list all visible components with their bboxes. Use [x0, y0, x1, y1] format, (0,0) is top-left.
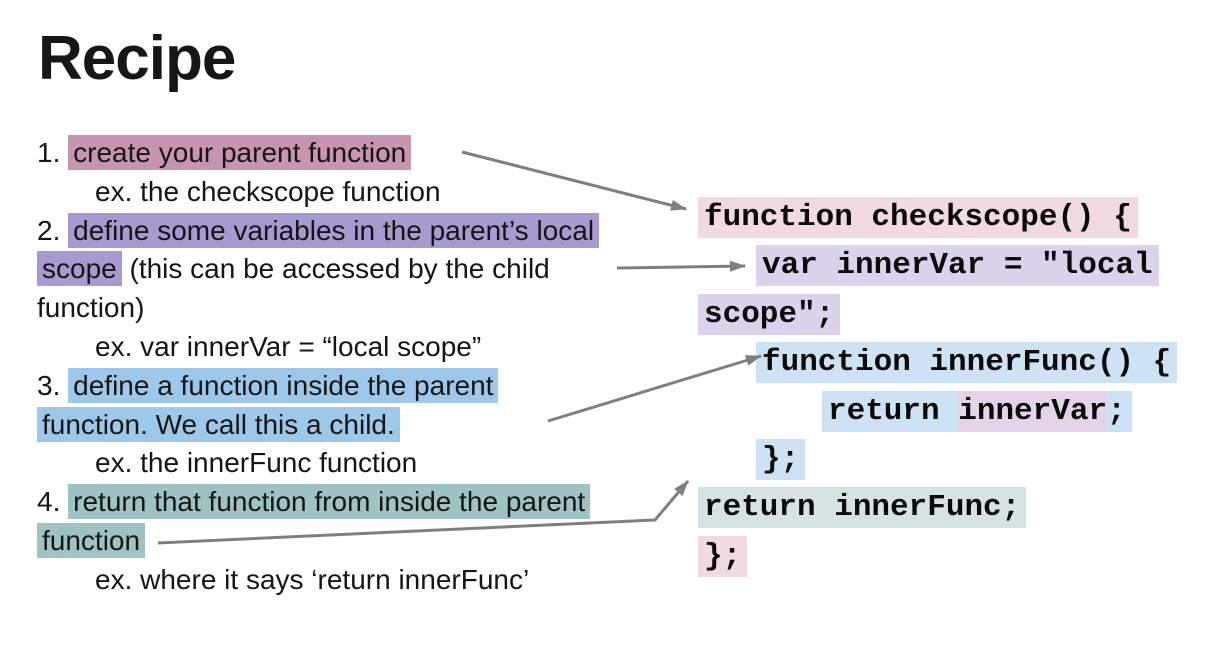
code-text: var innerVar = "local: [756, 245, 1159, 287]
list-item: 3. define a function inside the parent: [37, 367, 599, 406]
code-text: };: [756, 439, 806, 481]
step-number: 3.: [37, 369, 69, 401]
list-item: scope (this can be accessed by the child: [37, 250, 599, 289]
code-text: };: [698, 535, 748, 577]
step3-highlight: define a function inside the parent: [68, 367, 499, 403]
code-line-close-checkscope: };: [698, 533, 1177, 581]
step4-example: ex. where it says ‘return innerFunc’: [95, 563, 530, 595]
recipe-steps-list: 1. create your parent function ex. the c…: [37, 134, 600, 600]
list-item: function: [37, 522, 599, 561]
step-number: 4.: [37, 486, 69, 518]
step1-example: ex. the checkscope function: [95, 175, 441, 207]
list-item: 2. define some variables in the parent’s…: [37, 212, 600, 251]
code-snippet: function checkscope() { var innerVar = "…: [698, 194, 1178, 581]
code-text: scope";: [698, 293, 841, 335]
list-item: 4. return that function from inside the …: [37, 483, 599, 522]
page-title: Recipe: [38, 24, 236, 93]
code-line-var-innervar: var innerVar = "local: [698, 242, 1177, 290]
step3-example: ex. the innerFunc function: [95, 447, 418, 479]
step2-highlight: define some variables in the parent’s lo…: [68, 212, 600, 248]
step2-highlight-cont: scope: [37, 251, 122, 287]
list-item: ex. var innerVar = “local scope”: [37, 328, 599, 367]
list-item: function): [37, 289, 599, 328]
code-line-scope-wrap: scope";: [698, 291, 1177, 339]
list-item: 1. create your parent function: [37, 134, 599, 173]
list-item: function. We call this a child.: [37, 406, 599, 445]
list-item: ex. where it says ‘return innerFunc’: [37, 561, 599, 600]
step-number: 1.: [37, 137, 69, 168]
code-line-innerfunc: function innerFunc() {: [698, 339, 1178, 387]
code-line-close-innerfunc: };: [698, 436, 1177, 484]
code-line-return-innerfunc: return innerFunc;: [698, 484, 1177, 532]
step2-plain-text: (this can be accessed by the child: [121, 253, 550, 285]
code-text: function checkscope() {: [698, 197, 1138, 238]
step2-plain-text: function): [37, 292, 145, 324]
code-innervar-token: innerVar: [958, 390, 1108, 432]
step1-highlight: create your parent function: [68, 135, 412, 170]
step2-example: ex. var innerVar = “local scope”: [95, 330, 482, 362]
list-item: ex. the innerFunc function: [37, 444, 599, 483]
code-line-return-innervar: return innerVar;: [698, 388, 1177, 436]
code-text: return: [822, 390, 959, 432]
code-text: function innerFunc() {: [756, 342, 1178, 384]
code-text: ;: [1107, 390, 1132, 432]
step4-highlight-cont: function: [37, 522, 146, 558]
step3-highlight-cont: function. We call this a child.: [37, 406, 400, 442]
code-text: return innerFunc;: [698, 487, 1027, 529]
step4-highlight: return that function from inside the par…: [68, 484, 591, 520]
step-number: 2.: [37, 214, 69, 246]
list-item: ex. the checkscope function: [37, 173, 599, 212]
code-line-checkscope: function checkscope() {: [698, 194, 1177, 242]
